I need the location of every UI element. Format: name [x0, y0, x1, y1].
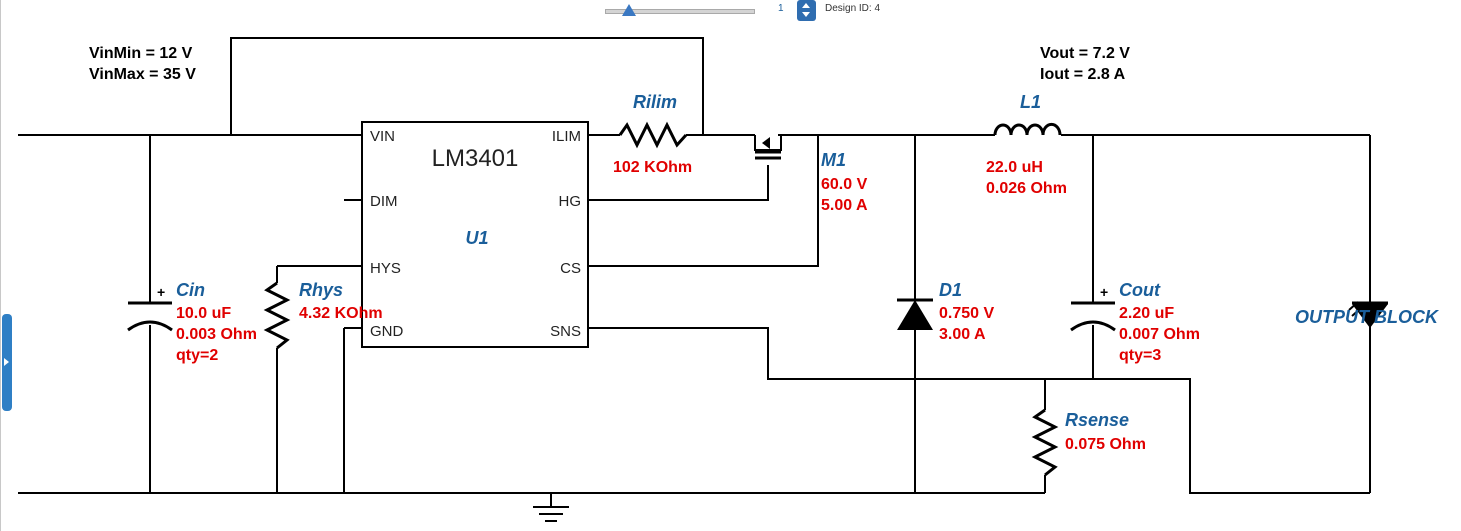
ic-body[interactable]: [361, 121, 589, 348]
chevron-down-icon[interactable]: [802, 12, 810, 17]
ic-ref: U1: [465, 228, 488, 248]
diode-triangle-d1[interactable]: [897, 300, 933, 330]
cout-capacitance: 2.20 uF: [1119, 305, 1174, 322]
output-block-led[interactable]: [1348, 301, 1388, 328]
pin-ilim: ILIM: [552, 128, 581, 145]
led-triangle[interactable]: [1352, 304, 1388, 328]
resistor-rhys[interactable]: [263, 281, 291, 350]
m1-voltage: 60.0 V: [821, 176, 868, 193]
chevron-up-icon[interactable]: [802, 3, 810, 8]
resistor-rsense[interactable]: [1031, 408, 1059, 477]
pin-hg: HG: [559, 193, 582, 210]
cout-ref: Cout: [1119, 280, 1161, 300]
mosfet-arrow: [762, 137, 770, 149]
cout-esr: 0.007 Ohm: [1119, 326, 1200, 343]
resistor-symbol-rsense[interactable]: [1031, 408, 1059, 477]
vin-min-label: VinMin = 12 V: [89, 45, 193, 62]
pin-dim: DIM: [370, 193, 398, 210]
wires: [18, 37, 1371, 522]
d1-voltage: 0.750 V: [939, 305, 994, 322]
vout-label: Vout = 7.2 V: [1040, 45, 1130, 62]
ic-u1[interactable]: LM3401 U1 VIN DIM HYS GND ILIM HG CS SNS: [361, 121, 589, 348]
zoom-slider-thumb[interactable]: [622, 4, 636, 16]
l1-dcr: 0.026 Ohm: [986, 180, 1067, 197]
side-panel-toggle[interactable]: [2, 314, 12, 411]
rilim-ref: Rilim: [633, 92, 677, 112]
diode-d1[interactable]: [897, 298, 933, 330]
output-block-label: OUTPUT BLOCK: [1295, 307, 1440, 327]
d1-ref: D1: [939, 280, 962, 300]
d1-current: 3.00 A: [939, 326, 986, 343]
mosfet-m1[interactable]: [754, 135, 782, 160]
capacitor-cout[interactable]: +: [1070, 284, 1116, 332]
cin-esr: 0.003 Ohm: [176, 326, 257, 343]
resistor-rilim[interactable]: [618, 121, 688, 149]
m1-ref: M1: [821, 150, 846, 170]
pin-cs: CS: [560, 260, 581, 277]
rilim-value: 102 KOhm: [613, 159, 692, 176]
cin-capacitance: 10.0 uF: [176, 305, 231, 322]
plus-icon: +: [1100, 284, 1108, 300]
pin-vin: VIN: [370, 128, 395, 145]
left-edge-divider: [0, 0, 1, 531]
inductor-symbol-l1[interactable]: [993, 122, 1062, 136]
led-emission-arrows: [1348, 301, 1362, 317]
pin-gnd: GND: [370, 323, 404, 340]
cout-qty: qty=3: [1119, 347, 1161, 364]
plus-icon: +: [157, 284, 165, 300]
ic-part-number: LM3401: [432, 145, 519, 172]
rsense-ref: Rsense: [1065, 410, 1129, 430]
resistor-symbol-rhys[interactable]: [263, 281, 291, 350]
zoom-value: 1: [778, 3, 784, 14]
chevron-right-icon[interactable]: [4, 358, 9, 366]
rhys-value: 4.32 KOhm: [299, 305, 383, 322]
vin-max-label: VinMax = 35 V: [89, 66, 196, 83]
zoom-stepper[interactable]: [797, 0, 816, 21]
rhys-ref: Rhys: [299, 280, 343, 300]
zoom-slider-track[interactable]: [605, 9, 755, 14]
resistor-symbol-rilim[interactable]: [618, 121, 688, 149]
cap-plate-cout-bottom[interactable]: [1070, 320, 1116, 332]
capacitor-cin[interactable]: +: [127, 284, 173, 332]
iout-label: Iout = 2.8 A: [1040, 66, 1126, 83]
l1-ref: L1: [1020, 92, 1041, 112]
inductor-l1[interactable]: [993, 122, 1062, 136]
pin-hys: HYS: [370, 260, 401, 277]
cin-qty: qty=2: [176, 347, 218, 364]
pin-sns: SNS: [550, 323, 581, 340]
cap-plate-cin-bottom[interactable]: [127, 320, 173, 332]
rsense-value: 0.075 Ohm: [1065, 436, 1146, 453]
cin-ref: Cin: [176, 280, 205, 300]
mosfet-body-m1[interactable]: [754, 135, 782, 151]
design-id-label: Design ID: 4: [825, 3, 881, 14]
m1-current: 5.00 A: [821, 197, 868, 214]
l1-inductance: 22.0 uH: [986, 159, 1043, 176]
